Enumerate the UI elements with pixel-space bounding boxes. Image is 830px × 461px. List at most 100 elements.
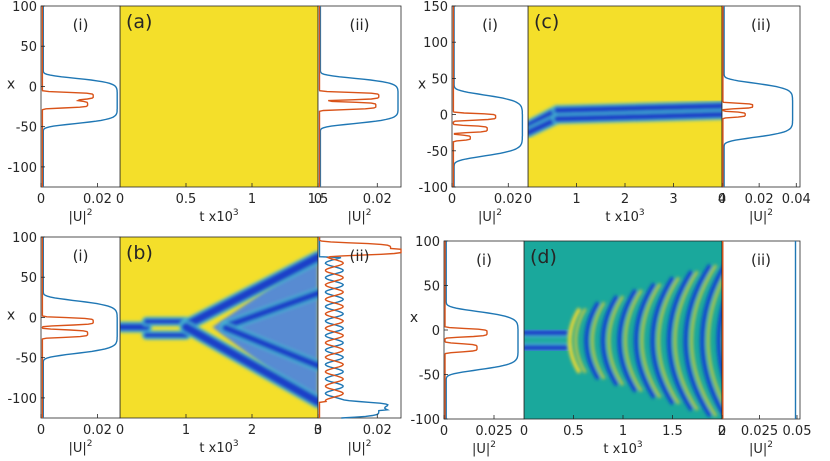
x-tick-label: 0 (440, 424, 448, 439)
wave-crest-3 (624, 289, 643, 393)
wave-crest-0 (574, 307, 587, 374)
wave-front-4 (633, 282, 656, 399)
heatmap-background (528, 6, 722, 187)
profile-curve-1 (41, 237, 94, 418)
wave-front-2 (600, 295, 619, 387)
band-5 (222, 289, 318, 330)
y-tick-label: 150 (423, 0, 448, 15)
panel-label: (d) (530, 246, 557, 268)
x-tick-label: 0 (718, 424, 726, 439)
x-tick-label: 0.04 (782, 192, 811, 207)
x-tick-label: 0.02 (363, 192, 392, 207)
x-tick-label: 1.5 (662, 424, 683, 439)
y-tick-label: 50 (431, 72, 448, 87)
x-tick-label: 0.02 (83, 192, 112, 207)
band-1 (553, 102, 722, 114)
x-axis-label: t x103 (199, 439, 238, 456)
profile-frame (721, 240, 801, 420)
x-tick-label: 0 (116, 192, 124, 207)
profile-curve-0 (723, 6, 794, 187)
y-axis-label: x (7, 308, 15, 324)
band-0 (528, 107, 561, 129)
wave-front-0 (567, 307, 582, 374)
x-tick-label: 3 (669, 192, 677, 207)
x-axis-label: |U|2 (68, 208, 92, 225)
profile-curve-1 (452, 6, 497, 187)
x-tick-label: 0 (37, 423, 45, 438)
wave-crest-4 (640, 282, 662, 399)
x-tick-label: 1 (248, 192, 256, 207)
band-4 (181, 322, 318, 407)
wave-crest-6 (673, 270, 699, 411)
x-tick-label: 2 (621, 192, 629, 207)
y-axis-label: x (410, 310, 418, 326)
wave-front-7 (683, 263, 712, 418)
x-axis-label: |U|2 (749, 440, 773, 457)
profile-curve-0 (42, 237, 118, 418)
x-tick-label: 4 (718, 192, 726, 207)
x-tick-label: 0.02 (745, 192, 774, 207)
wave-crest-7 (690, 264, 718, 418)
wave-front-5 (650, 276, 675, 405)
y-axis-label: x (418, 77, 426, 93)
y-tick-label: -50 (16, 121, 37, 136)
heatmap-waves (567, 263, 722, 418)
y-tick-label: 0 (440, 109, 448, 124)
x-axis-label: t x103 (199, 208, 238, 225)
inset-label: (ii) (349, 16, 369, 34)
wave-front-8 (700, 266, 722, 416)
heatmap-bands (528, 100, 722, 138)
x-tick-label: 0.05 (783, 424, 812, 439)
profile-frame (721, 5, 801, 188)
wave-front-9 (716, 302, 722, 379)
profile-frame (40, 236, 121, 419)
x-tick-label: 0.02 (83, 423, 112, 438)
x-tick-label: 0 (116, 423, 124, 438)
wave-crest-8 (706, 278, 722, 404)
profile-curve-0 (42, 6, 118, 187)
y-tick-label: 50 (20, 271, 37, 286)
y-tick-label: -100 (7, 392, 37, 407)
x-tick-label: 0 (314, 423, 322, 438)
profile-frame (317, 5, 402, 188)
band-3 (181, 252, 318, 330)
y-axis-label: x (7, 77, 15, 93)
inset-label: (ii) (751, 251, 771, 269)
x-tick-label: 0 (448, 192, 456, 207)
band-6 (222, 324, 318, 370)
wave-front-6 (667, 270, 694, 412)
x-tick-label: 0.02 (494, 192, 523, 207)
x-axis-label: t x103 (605, 208, 644, 225)
inset-label: (i) (482, 16, 498, 34)
profile-curve-0 (319, 6, 399, 187)
x-tick-label: 0.02 (363, 423, 392, 438)
x-tick-label: 0 (718, 192, 726, 207)
x-tick-label: 0 (37, 192, 45, 207)
wave-front-3 (617, 288, 638, 393)
inset-label: (i) (73, 16, 89, 34)
y-tick-label: -100 (7, 161, 37, 176)
y-tick-label: 0 (29, 80, 37, 95)
profile-curve-1 (318, 6, 380, 187)
heatmap-spread-region (212, 254, 318, 406)
x-axis-label: |U|2 (749, 208, 773, 225)
y-tick-label: 100 (12, 231, 37, 246)
band-3 (553, 111, 722, 123)
x-tick-label: 1 (182, 423, 190, 438)
panel-label: (c) (534, 11, 559, 33)
heatmap-bands (524, 327, 571, 353)
x-axis-label: |U|2 (347, 208, 371, 225)
x-axis-label: |U|2 (478, 208, 502, 225)
profile-curve-0 (318, 237, 391, 419)
x-axis-label: |U|2 (68, 439, 92, 456)
wave-crest-5 (656, 276, 681, 405)
